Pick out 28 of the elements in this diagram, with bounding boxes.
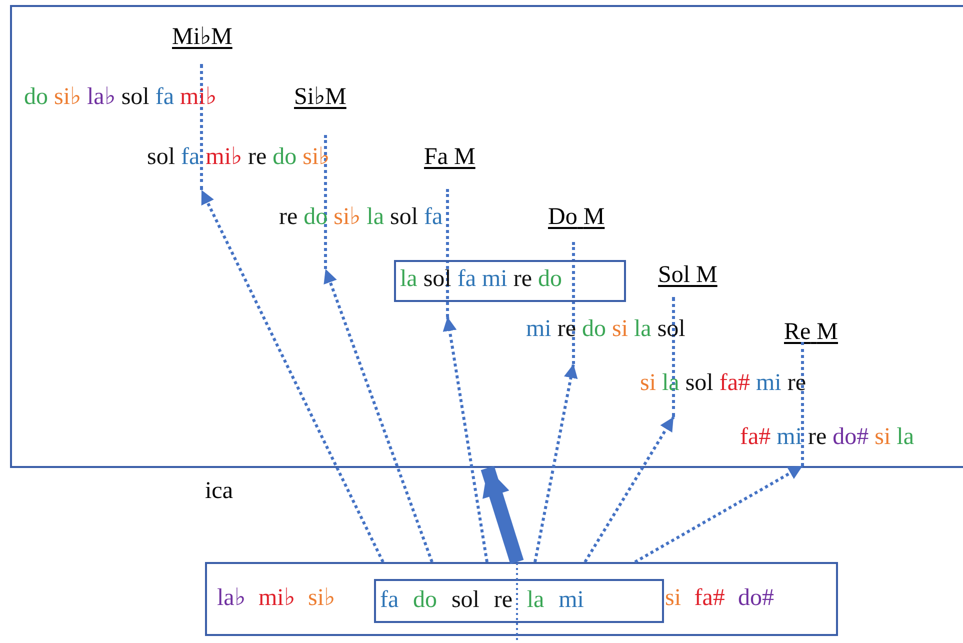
key-heading: Mi♭M bbox=[172, 22, 232, 52]
dotted-arrow bbox=[534, 364, 578, 562]
dotted-arrow bbox=[584, 416, 675, 563]
scale-text: fa# mi re do# si la bbox=[740, 422, 914, 452]
scale-text: fa do sol re la mi bbox=[380, 586, 584, 615]
scale-box bbox=[205, 562, 838, 636]
scale-text: do si♭ la♭ sol fa mi♭ bbox=[24, 82, 216, 112]
scale-text: la sol fa mi re do bbox=[400, 265, 562, 294]
key-heading: Re M bbox=[784, 317, 838, 347]
key-heading: Si♭M bbox=[294, 82, 346, 112]
scale-text: mi re do si la sol bbox=[526, 314, 686, 344]
dotted-arrow bbox=[324, 268, 434, 563]
key-heading: Do M bbox=[548, 202, 605, 232]
scale-text: si la sol fa# mi re bbox=[640, 368, 806, 398]
diagram-frame bbox=[10, 5, 963, 468]
key-heading: Fa M bbox=[424, 142, 476, 172]
text-label: ica bbox=[205, 477, 233, 506]
dotted-arrow bbox=[442, 316, 488, 562]
scale-box bbox=[394, 260, 626, 302]
block-arrow bbox=[480, 466, 524, 564]
key-heading: Sol M bbox=[658, 260, 718, 290]
scale-text: la♭ mi♭ si♭ bbox=[217, 584, 336, 613]
scale-text: sol fa mi♭ re do si♭ bbox=[147, 142, 330, 172]
scale-text: si fa# do# bbox=[665, 584, 774, 613]
scale-box bbox=[374, 579, 664, 623]
dotted-arrow bbox=[200, 189, 384, 563]
dotted-arrow bbox=[634, 464, 804, 564]
scale-text: re do si♭ la sol fa bbox=[279, 202, 443, 232]
